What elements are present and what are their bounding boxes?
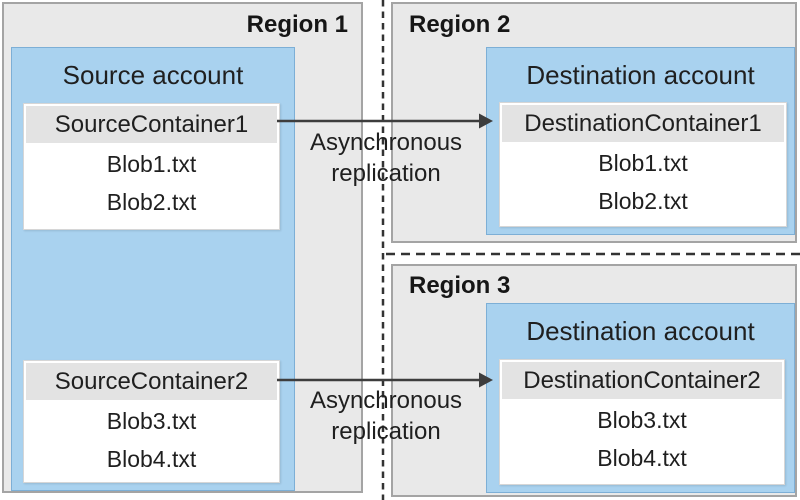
source-container-1: SourceContainer1 Blob1.txt Blob2.txt [23,103,280,230]
region-3-label: Region 3 [409,272,511,299]
source-account: Source account SourceContainer1 Blob1.tx… [11,47,295,491]
replication-label-line2: replication [331,160,441,187]
destination-account-region2: Destination account DestinationContainer… [486,47,795,235]
source-container-2-name: SourceContainer2 [54,367,249,395]
destination-account-region3: Destination account DestinationContainer… [486,303,795,493]
source-container-1-header: SourceContainer1 [26,106,277,143]
destination-container-1-header: DestinationContainer1 [502,105,784,142]
destination-account-region3-title: Destination account [526,316,755,346]
blob-item: Blob1.txt [106,151,197,177]
region-1: Region 1 Source account SourceContainer1… [2,2,363,493]
blob-item: Blob4.txt [106,446,197,472]
blob-item: Blob1.txt [598,150,688,176]
blob-item: Blob3.txt [106,408,197,434]
destination-container-2-name: DestinationContainer2 [523,366,761,394]
destination-container-2-header: DestinationContainer2 [502,362,782,399]
source-account-title: Source account [62,60,244,90]
replication-label-line1: Asynchronous [309,129,463,156]
destination-container-1: DestinationContainer1 Blob1.txt Blob2.tx… [499,102,787,227]
region-2-label: Region 2 [409,11,511,38]
source-container-2: SourceContainer2 Blob3.txt Blob4.txt [23,360,280,483]
replication-arrow-1-label: Asynchronous replication [276,127,496,189]
blob-item: Blob3.txt [597,407,687,433]
region-3: Region 3 Destination account Destination… [391,264,797,497]
replication-label-line1: Asynchronous [309,387,463,414]
destination-account-region2-title: Destination account [526,60,755,90]
region-1-label: Region 1 [246,11,348,38]
blob-item: Blob4.txt [597,445,687,471]
replication-arrow-2-label: Asynchronous replication [276,385,496,447]
blob-item: Blob2.txt [106,189,197,215]
source-container-1-name: SourceContainer1 [54,110,249,138]
region-2: Region 2 Destination account Destination… [391,2,797,243]
replication-label-line2: replication [331,418,441,445]
destination-container-1-name: DestinationContainer1 [524,109,762,137]
source-container-2-header: SourceContainer2 [26,363,277,400]
destination-container-2: DestinationContainer2 Blob3.txt Blob4.tx… [499,359,785,485]
blob-item: Blob2.txt [598,188,688,214]
